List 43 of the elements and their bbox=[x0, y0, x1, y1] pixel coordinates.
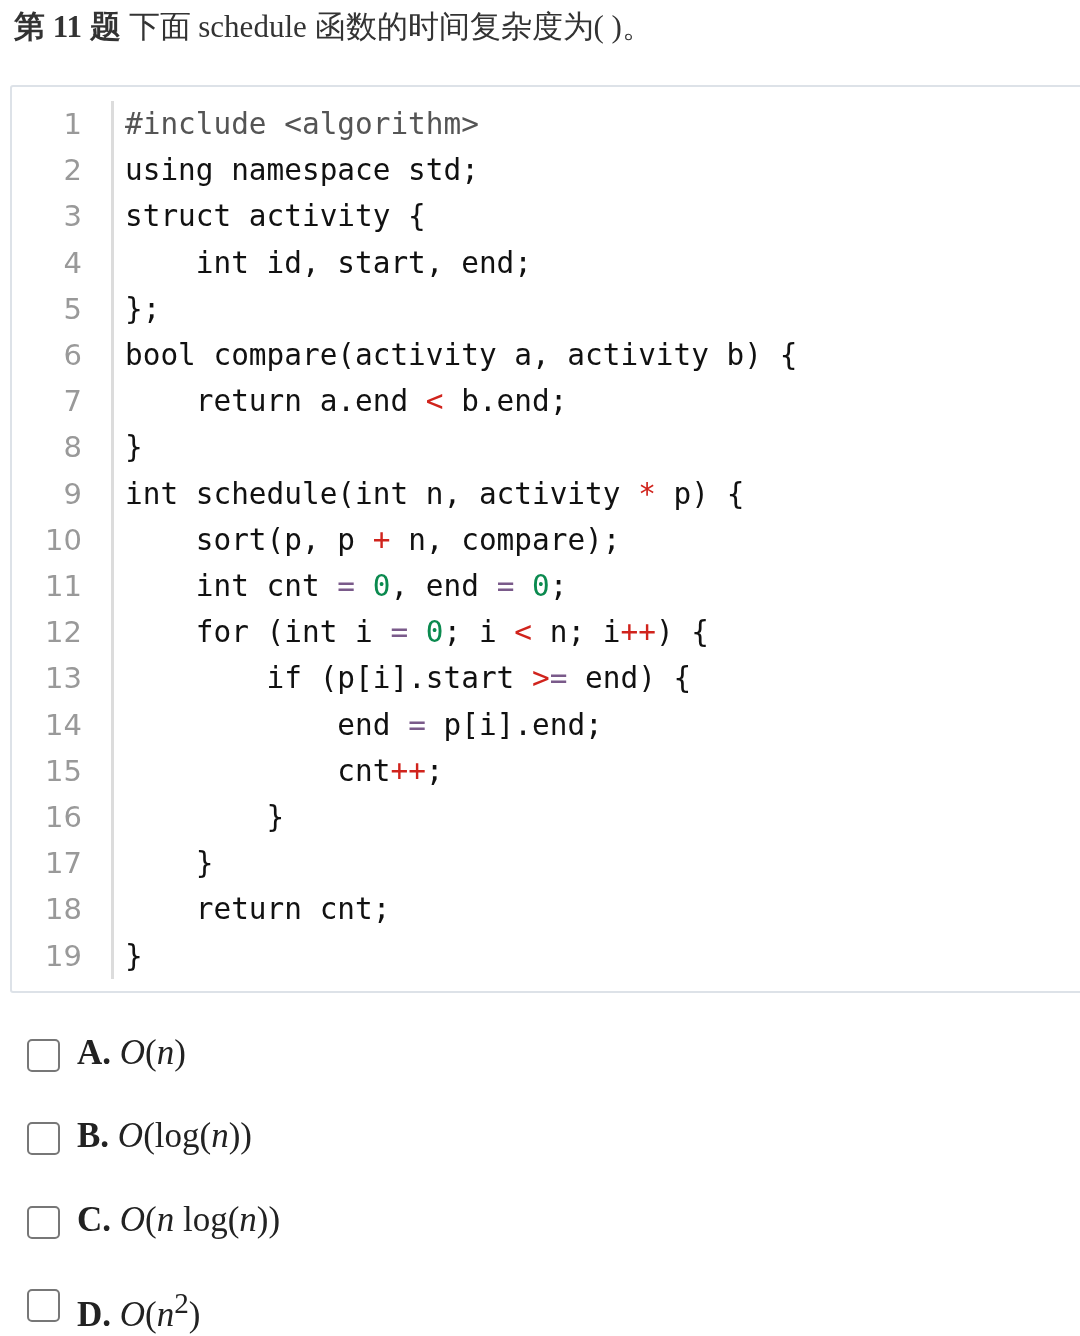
line-number: 1 bbox=[62, 106, 82, 143]
line-number: 18 bbox=[44, 891, 82, 929]
line-number: 11 bbox=[44, 568, 82, 605]
line-number: 7 bbox=[62, 383, 82, 421]
question-heading: 第 11 题 下面 schedule 函数的时间复杂度为( )。 bbox=[14, 8, 653, 46]
line-number: 9 bbox=[62, 475, 82, 513]
line-number: 14 bbox=[44, 706, 82, 744]
code-line: } bbox=[125, 429, 143, 467]
line-number: 2 bbox=[62, 152, 82, 190]
code-line: if (p[i].start >= end) { bbox=[265, 660, 692, 698]
code-line: #include <algorithm> bbox=[125, 106, 479, 143]
code-line: }; bbox=[125, 290, 161, 328]
line-number: 16 bbox=[44, 799, 82, 836]
code-line: sort(p, p + n, compare); bbox=[194, 521, 621, 559]
line-number: 17 bbox=[44, 845, 82, 883]
line-number: 13 bbox=[44, 660, 82, 698]
code-line: int cnt = 0, end = 0; bbox=[194, 568, 568, 605]
code-line: return a.end < b.end; bbox=[194, 383, 568, 421]
code-line: struct activity { bbox=[125, 198, 426, 236]
line-number: 5 bbox=[62, 290, 82, 328]
code-line: } bbox=[194, 845, 214, 883]
line-number: 12 bbox=[44, 614, 82, 652]
code-line: using namespace std; bbox=[125, 152, 479, 190]
answer-option: D. O(n$^{2}$) bbox=[77, 1280, 201, 1336]
line-number: 4 bbox=[62, 244, 82, 282]
code-line: } bbox=[265, 799, 285, 836]
code-line: return cnt; bbox=[194, 891, 391, 929]
line-number: 3 bbox=[62, 198, 82, 236]
line-number: 10 bbox=[44, 521, 82, 559]
code-line: cnt++; bbox=[336, 752, 444, 790]
code-line: end = p[i].end; bbox=[336, 706, 603, 744]
code-line: } bbox=[125, 937, 143, 975]
answer-option: C. O(n log(n)) bbox=[77, 1197, 281, 1243]
code-line: for (int i = 0; i < n; i++) { bbox=[194, 614, 709, 652]
answer-option: A. O(n) bbox=[77, 1030, 186, 1076]
code-line: int schedule(int n, activity * p) { bbox=[125, 475, 745, 513]
line-number: 6 bbox=[62, 337, 82, 374]
line-number: 15 bbox=[44, 752, 82, 790]
line-number: 8 bbox=[62, 429, 82, 467]
code-line: bool compare(activity a, activity b) { bbox=[125, 337, 798, 374]
line-number: 19 bbox=[44, 937, 82, 975]
answer-option: B. O(log(n)) bbox=[77, 1113, 252, 1159]
code-line: int id, start, end; bbox=[194, 244, 532, 282]
